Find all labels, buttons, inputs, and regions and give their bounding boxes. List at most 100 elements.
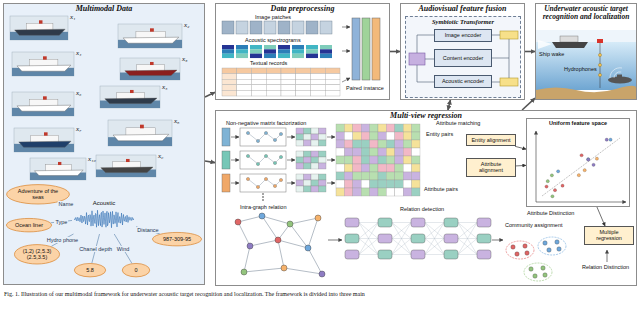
heatmap-cell	[353, 156, 361, 164]
flow-arrow	[525, 51, 535, 53]
spectrogram-band	[222, 45, 234, 49]
image-patch	[306, 21, 318, 34]
image-patch	[264, 21, 276, 34]
buoy	[597, 39, 603, 43]
factor-cell	[319, 134, 327, 140]
part-label: Community assignment	[505, 222, 562, 228]
layer-link	[425, 223, 444, 239]
table-cell	[311, 85, 326, 91]
flow-arrow	[287, 160, 295, 161]
factor-cell	[319, 128, 327, 134]
feature-point	[553, 189, 556, 192]
feature-point	[595, 157, 598, 160]
community-node	[523, 244, 527, 248]
attribute-ellipse: (1,2) (2,5.3) (2.5,3.5)	[14, 244, 60, 265]
ship-hull	[113, 134, 169, 141]
layer-link	[359, 222, 378, 223]
heatmap-cell	[378, 180, 386, 188]
flow-arrow	[287, 183, 295, 184]
flow-arrow	[328, 240, 342, 241]
layer-link	[392, 239, 411, 255]
table-cell	[266, 74, 281, 80]
ship-photo	[120, 58, 180, 80]
factor-cell	[319, 157, 327, 163]
heatmap-cell	[361, 132, 369, 140]
heatmap-cell	[336, 140, 344, 148]
ship-hull	[17, 105, 71, 111]
mindmap-link	[51, 234, 73, 246]
heatmap-cell	[336, 156, 344, 164]
spectrogram-band	[320, 49, 332, 53]
network-dot	[256, 185, 259, 188]
heatmap-cell	[378, 140, 386, 148]
process-box: Entity alignment	[466, 134, 516, 146]
heatmap-cell	[353, 188, 361, 196]
edge-label: Hydro phone	[46, 237, 80, 243]
edge-label: Wind	[116, 246, 131, 252]
heatmap-cell	[370, 180, 378, 188]
heatmap-cell	[403, 172, 411, 180]
heatmap-cell	[412, 124, 420, 132]
group-ground	[405, 16, 521, 98]
layer-link	[425, 254, 444, 255]
ship-photo	[100, 86, 160, 108]
encoder-box: Acoustic encoder	[434, 75, 492, 88]
factor-cell	[304, 140, 312, 146]
factor-cell	[296, 186, 304, 192]
layer-unit	[444, 218, 458, 227]
table-cell	[266, 90, 281, 96]
ship-hull	[105, 98, 157, 104]
heatmap-cell	[403, 132, 411, 140]
fusion-wire	[417, 65, 434, 82]
heatmap-cell	[378, 124, 386, 132]
layer-unit	[477, 234, 491, 243]
ship-funnel	[43, 56, 47, 59]
factor-cell	[296, 163, 304, 169]
fusion-wire	[492, 39, 509, 58]
network-dot	[279, 132, 282, 135]
graph-edge	[262, 216, 278, 240]
panel-title: Data preprocessing	[216, 4, 389, 14]
factor-cell	[304, 186, 312, 192]
waveform-trace	[74, 210, 134, 227]
part-label: Intra-graph relation	[240, 204, 286, 210]
flow-arrow	[231, 137, 239, 138]
heatmap-cell	[412, 164, 420, 172]
feature-point	[587, 158, 590, 161]
layer-link	[458, 239, 477, 255]
heatmap-cell	[395, 132, 403, 140]
ship-photo	[30, 158, 86, 180]
community-node	[543, 241, 547, 245]
heatmap-cell	[370, 132, 378, 140]
heatmap-cell	[336, 164, 344, 172]
regression-line	[542, 138, 620, 196]
sky	[536, 30, 636, 42]
photo-sky	[14, 128, 74, 152]
instance-label: x₂	[184, 22, 190, 30]
part-label: Textual records	[250, 60, 287, 66]
mindmap-link	[60, 202, 72, 206]
heatmap-cell	[403, 148, 411, 156]
spectrogram-band	[250, 45, 262, 49]
instance-label: x₈	[174, 118, 180, 126]
layer-link	[392, 222, 411, 223]
ship-hull	[17, 65, 71, 71]
flow-arrow	[327, 183, 335, 184]
ffn-block	[500, 78, 518, 86]
heatmap-cell	[361, 148, 369, 156]
flow-arrow	[231, 160, 239, 161]
heatmap-cell	[378, 188, 386, 196]
layer-link	[458, 254, 477, 255]
factor-cell	[319, 163, 327, 169]
heatmap-cell	[403, 188, 411, 196]
ellipse-shape	[122, 263, 149, 276]
edge-label: Name	[58, 201, 75, 207]
factor-cell	[296, 134, 304, 140]
network-dot	[279, 155, 282, 158]
table-cell	[325, 74, 340, 80]
instance-label: x₇	[76, 126, 82, 134]
panel-title: Underwater acoustic target recognition a…	[536, 4, 636, 22]
ship-photo	[14, 128, 74, 152]
table-cell	[311, 79, 326, 85]
table-cell	[296, 68, 311, 74]
